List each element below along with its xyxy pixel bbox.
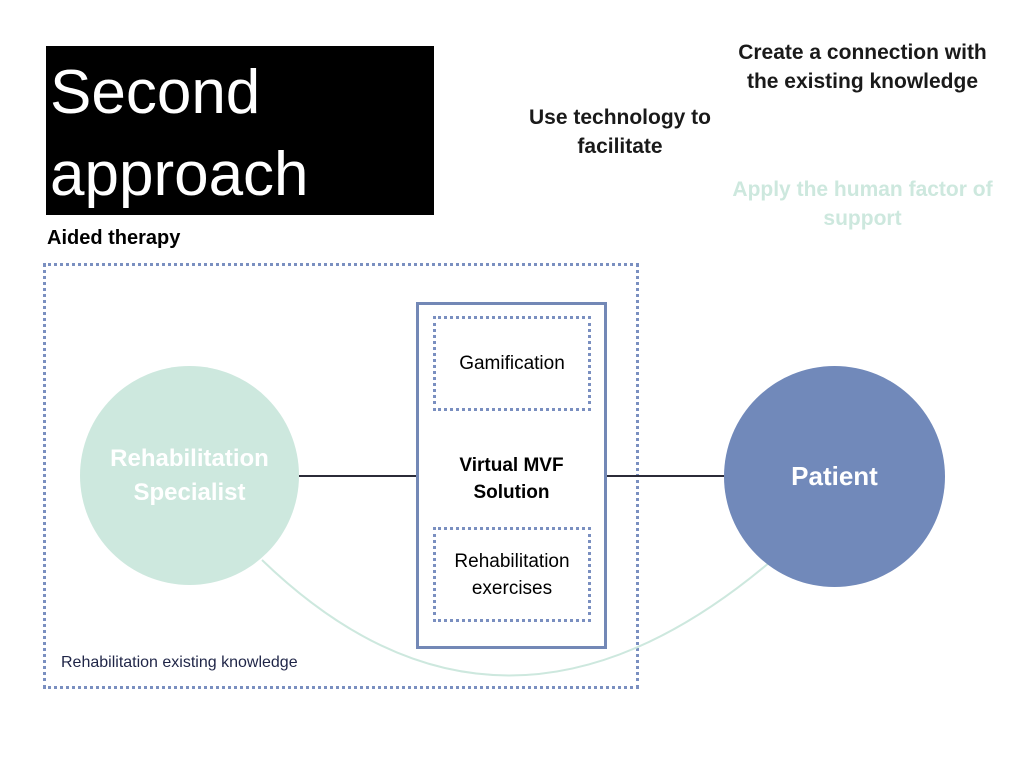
- solution-label: Virtual MVF Solution: [418, 452, 605, 506]
- patient-label: Patient: [791, 461, 878, 491]
- page-title-line-1: Second: [50, 58, 261, 127]
- gamification-label: Gamification: [459, 353, 565, 374]
- patient-node: Patient: [724, 366, 945, 587]
- exercises-box: Rehabilitation exercises: [433, 527, 591, 622]
- title-background: [46, 46, 434, 215]
- goal-technology: Use technology to facilitate: [528, 106, 712, 158]
- gamification-box: Gamification: [433, 316, 591, 411]
- exercises-label-line-1: Rehabilitation: [454, 550, 570, 572]
- aided-therapy-label: Aided therapy: [47, 227, 181, 249]
- exercises-label-line-2: exercises: [471, 577, 553, 599]
- solution-label-line-2: Solution: [473, 482, 550, 503]
- existing-knowledge-label: Rehabilitation existing knowledge: [61, 654, 298, 671]
- specialist-node: Rehabilitation Specialist: [80, 366, 299, 585]
- knowledge-arc: [261, 559, 771, 677]
- solution-label-line-1: Virtual MVF: [459, 455, 564, 476]
- solution-box: [416, 302, 607, 649]
- specialist-label-line-2: Specialist: [133, 478, 246, 506]
- page-title: Second approach: [50, 52, 430, 216]
- specialist-label-line-1: Rehabilitation: [110, 444, 269, 472]
- goal-human-factor: Apply the human factor of support: [732, 178, 993, 230]
- page-title-line-2: approach: [50, 140, 309, 209]
- goal-connection: Create a connection with the existing kn…: [738, 41, 987, 93]
